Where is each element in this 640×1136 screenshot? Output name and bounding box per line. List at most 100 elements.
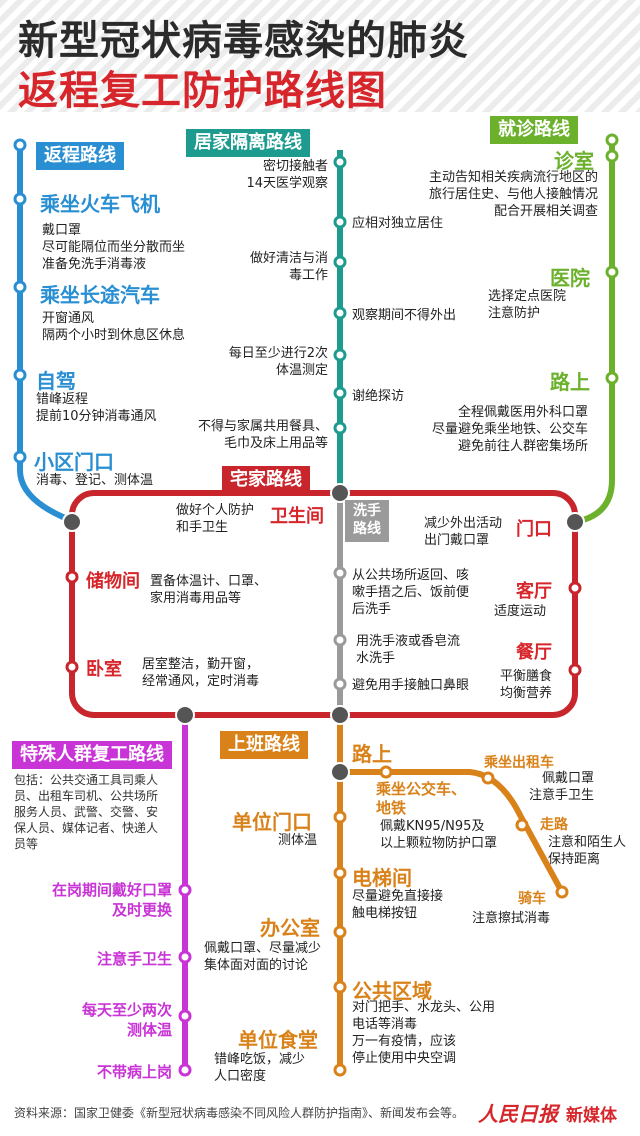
- special-step-4: 不带病上岗: [96, 1063, 172, 1081]
- station-clinic-text: 主动告知相关疾病流行地区的 旅行居住史、与他人接触情况 配合开展相关调查: [428, 170, 598, 219]
- home-isolation-s4: 观察期间不得外出: [352, 308, 457, 323]
- home-isolation-s1: 密切接触者 14天医学观察: [246, 159, 328, 191]
- station-dot: [555, 885, 569, 899]
- station-canteen: 单位食堂: [238, 1028, 318, 1052]
- station-storage: 储物间: [86, 571, 140, 592]
- station-clinic: 诊室: [554, 149, 594, 173]
- station-dot: [333, 155, 347, 169]
- station-bedroom: 卧室: [86, 659, 122, 680]
- station-walk: 走路: [540, 817, 568, 833]
- special-route-intro: 包括：公共交通工具司乘人 员、出租车司机、公共场所 服务人员、武警、交警、安 保…: [14, 773, 159, 851]
- transfer-station-icon: [330, 483, 350, 503]
- station-dot: [333, 348, 347, 362]
- station-office: 办公室: [260, 916, 320, 940]
- station-train: 乘坐火车飞机: [40, 192, 160, 216]
- special-step-2: 注意手卫生: [96, 950, 172, 968]
- transfer-station-icon: [565, 512, 585, 532]
- source-note: 资料来源：国家卫健委《新型冠状病毒感染不同风险人群防护指南》、新闻发布会等。: [14, 1106, 465, 1120]
- station-dot: [333, 306, 347, 320]
- station-door: 门口: [516, 519, 552, 540]
- station-dot: [481, 771, 495, 785]
- station-bedroom-text: 居室整洁，勤开窗， 经常通风，定时消毒: [142, 657, 260, 689]
- return-route-line: [17, 145, 72, 523]
- station-canteen-text: 错峰吃饭，减少 人口密度: [214, 1052, 306, 1084]
- clinic-route-label: 就诊路线: [490, 116, 578, 144]
- station-drive-text: 错峰返程 提前10分钟消毒通风: [36, 392, 157, 424]
- home-isolation-s2: 应相对独立居住: [352, 216, 444, 231]
- station-dot: [178, 1063, 192, 1077]
- house-route-label: 宅家路线: [222, 466, 310, 494]
- station-dot: [178, 883, 192, 897]
- station-bus: 乘坐长途汽车: [40, 283, 160, 307]
- transfer-station-icon: [62, 512, 82, 532]
- station-dot: [333, 633, 347, 647]
- station-road: 路上: [550, 370, 590, 394]
- station-elevator-text: 尽量避免直接接 触电梯按钮: [352, 889, 444, 921]
- house-route-loop: [69, 490, 578, 718]
- page-subtitle: 返程复工防护路线图: [18, 68, 387, 114]
- station-dot: [605, 371, 619, 385]
- station-drive: 自驾: [36, 369, 76, 393]
- work-branch-line: [340, 769, 565, 894]
- station-bathroom-text: 做好个人防护 和手卫生: [176, 503, 255, 535]
- station-work-road: 路上: [352, 742, 392, 766]
- station-taxi-text: 佩戴口罩 注意手卫生: [528, 771, 594, 803]
- station-public: 公共区域: [352, 979, 432, 1003]
- wash-step-3: 避免用手接触口鼻眼: [352, 678, 470, 693]
- station-dot: [13, 450, 27, 464]
- station-dot: [333, 215, 347, 229]
- home-isolation-s7: 不得与家属共用餐具、 毛巾及床上用品等: [197, 419, 328, 451]
- station-dot: [333, 677, 347, 691]
- station-hospital: 医院: [550, 266, 590, 290]
- station-dot: [568, 663, 582, 677]
- station-bike-text: 注意擦拭消毒: [472, 911, 551, 926]
- station-work-bus: 乘坐公交车、 地铁: [376, 780, 467, 817]
- station-dot: [515, 818, 529, 832]
- wash-step-2: 用洗手液或香皂流 水洗手: [356, 634, 461, 666]
- station-dot: [178, 1009, 192, 1023]
- home-isolation-s3: 做好清洁与消 毒工作: [249, 251, 328, 283]
- station-train-text: 戴口罩 尽可能隔位而坐分散而坐 准备免洗手消毒液: [42, 223, 186, 272]
- page-title: 新型冠状病毒感染的肺炎: [18, 18, 469, 64]
- station-public-text: 对门把手、水龙头、公用 电话等消毒 万一有疫情，应该 停止使用中央空调: [352, 1000, 496, 1066]
- return-route-label: 返程路线: [36, 142, 124, 170]
- special-step-1: 在岗期间戴好口罩 及时更换: [51, 881, 172, 919]
- station-dot: [333, 255, 347, 269]
- publisher-logo: 人民日报: [478, 1102, 558, 1126]
- station-living: 客厅: [516, 581, 552, 602]
- home-isolation-s6: 谢绝探访: [352, 389, 405, 404]
- station-dot: [13, 368, 27, 382]
- work-route-label: 上班路线: [220, 731, 308, 759]
- station-dining-text: 平衡膳食 均衡营养: [500, 669, 553, 701]
- station-dot: [605, 265, 619, 279]
- station-dot: [333, 421, 347, 435]
- station-walk-text: 注意和陌生人 保持距离: [548, 835, 627, 867]
- station-dot: [568, 581, 582, 595]
- special-step-3: 每天至少两次 测体温: [81, 1001, 172, 1039]
- station-dot: [333, 866, 347, 880]
- station-dot: [379, 765, 393, 779]
- station-dot: [13, 280, 27, 294]
- station-bathroom: 卫生间: [270, 506, 324, 527]
- station-door-text: 减少外出活动 出门戴口罩: [424, 516, 503, 548]
- station-entrance-text: 测体温: [278, 833, 318, 848]
- special-route-label: 特殊人群复工路线: [12, 741, 172, 769]
- station-living-text: 适度运动: [494, 604, 547, 619]
- station-dot: [333, 925, 347, 939]
- home-isolation-label: 居家隔离路线: [186, 129, 310, 157]
- station-road-text: 全程佩戴医用外科口罩 尽量避免乘坐地铁、公交车 避免前往人群密集场所: [431, 405, 588, 454]
- station-gate: 小区门口: [34, 450, 114, 474]
- station-dot: [13, 138, 27, 152]
- station-hospital-text: 选择定点医院 注意防护: [488, 289, 567, 321]
- station-dot: [333, 386, 347, 400]
- station-dot: [178, 950, 192, 964]
- station-dot: [333, 980, 347, 994]
- station-dot: [605, 149, 619, 163]
- station-office-text: 佩戴口罩、尽量减少 集体面对面的讨论: [204, 941, 322, 973]
- transfer-station-icon: [330, 762, 350, 782]
- station-dot: [605, 133, 619, 147]
- transfer-station-icon: [330, 705, 350, 725]
- station-bike: 骑车: [518, 891, 546, 907]
- station-dot: [333, 810, 347, 824]
